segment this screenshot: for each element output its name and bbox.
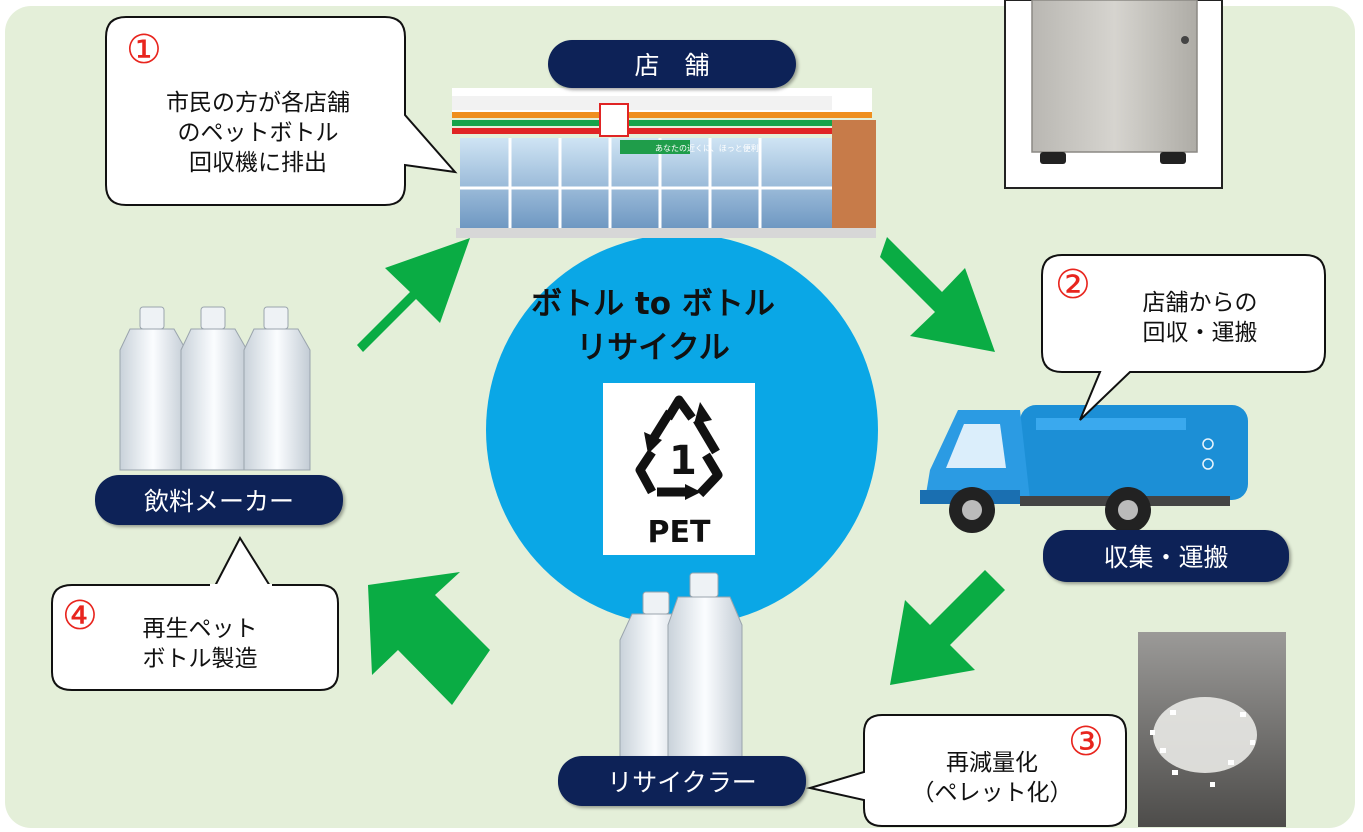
step1-text: 市民の方が各店舗 のペットボトル 回収機に排出 bbox=[118, 88, 398, 178]
center-title: ボトル to ボトル リサイクル bbox=[488, 282, 818, 370]
step2-number: ② bbox=[1055, 262, 1091, 308]
arrow-up-left bbox=[368, 572, 490, 705]
bottles-beverage-maker bbox=[119, 306, 311, 471]
garbage-truck bbox=[920, 405, 1248, 533]
step3-number: ③ bbox=[1068, 719, 1104, 765]
recycle-arrowheads bbox=[644, 402, 712, 500]
arrow-up-right bbox=[357, 238, 470, 352]
pellet-photo bbox=[1138, 632, 1286, 827]
pet-number: 1 bbox=[669, 438, 697, 484]
step3-line2: （ペレット化） bbox=[911, 780, 1073, 806]
store-pill: 店 舗 bbox=[548, 40, 796, 88]
store-building bbox=[452, 88, 876, 238]
arrow-down-left bbox=[890, 570, 1005, 685]
bubble-step4-body bbox=[51, 584, 339, 691]
collection-pill: 収集・運搬 bbox=[1043, 530, 1289, 582]
cycle-arrows bbox=[357, 237, 1005, 705]
step1-line3: 回収機に排出 bbox=[189, 150, 327, 176]
store-sign-text: あなたの近くに、ほっと便利 bbox=[655, 143, 759, 153]
bubble-step2 bbox=[1041, 254, 1326, 421]
step1-number: ① bbox=[126, 27, 162, 73]
step3-line1: 再減量化 bbox=[946, 750, 1038, 776]
bubble-step4-tail bbox=[214, 535, 271, 587]
center-title-line2: リサイクル bbox=[576, 330, 730, 366]
step1-line2: のペットボトル bbox=[177, 120, 339, 146]
collection-machine-photo bbox=[1004, 0, 1223, 189]
beverage-maker-pill: 飲料メーカー bbox=[95, 475, 343, 525]
step4-line1: 再生ペット bbox=[142, 616, 258, 642]
bubble-step3 bbox=[806, 714, 1127, 827]
step2-text: 店舗からの 回収・運搬 bbox=[1100, 288, 1300, 348]
step4-number: ④ bbox=[62, 593, 98, 639]
bubble-step1 bbox=[105, 16, 458, 206]
arrow-down-right bbox=[880, 237, 995, 352]
center-title-line1: ボトル to ボトル bbox=[531, 286, 775, 322]
step2-line1: 店舗からの bbox=[1142, 290, 1258, 316]
recycler-pill: リサイクラー bbox=[558, 756, 806, 806]
step3-text: 再減量化 （ペレット化） bbox=[872, 748, 1112, 808]
step1-line1: 市民の方が各店舗 bbox=[166, 90, 350, 116]
pet-symbol-box bbox=[603, 383, 755, 555]
step4-line2: ボトル製造 bbox=[142, 646, 258, 672]
step2-line2: 回収・運搬 bbox=[1142, 320, 1258, 346]
bottles-recycler bbox=[619, 572, 743, 771]
step4-text: 再生ペット ボトル製造 bbox=[110, 614, 290, 674]
pet-label: PET bbox=[647, 515, 711, 550]
